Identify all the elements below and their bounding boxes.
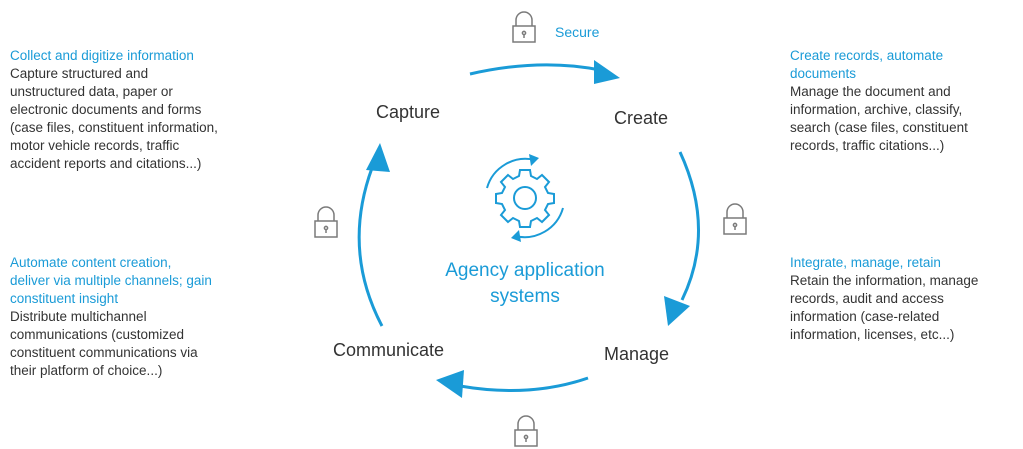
block-line: unstructured data, paper or	[10, 84, 173, 99]
arrow-communicate-to-capture	[357, 167, 384, 327]
lock-icon	[723, 203, 747, 235]
block-line: information (case-related	[790, 309, 940, 324]
block-automate: Automate content creation, deliver via m…	[10, 254, 295, 380]
block-line: information, licenses, etc...)	[790, 327, 955, 342]
stage-manage: Manage	[604, 344, 670, 364]
block-line: information, archive, classify,	[790, 102, 963, 117]
block-line: records, traffic citations...)	[790, 138, 945, 153]
center-title: Agency application systems	[400, 258, 650, 310]
block-line: their platform of choice...)	[10, 363, 163, 378]
block-heading: constituent insight	[10, 291, 119, 306]
lock-icon	[514, 415, 538, 447]
block-line: search (case files, constituent	[790, 120, 968, 135]
block-line: motor vehicle records, traffic	[10, 138, 180, 153]
block-heading: documents	[790, 66, 857, 81]
block-line: electronic documents and forms	[10, 102, 202, 117]
arrowhead-manage	[664, 296, 690, 326]
arrow-create-to-manage	[678, 151, 700, 301]
arrow-manage-to-communicate	[459, 376, 589, 392]
center-title-line: Agency application	[445, 260, 605, 281]
block-line: Manage the document and	[790, 84, 951, 99]
arrowhead-capture	[366, 143, 390, 172]
block-line: records, audit and access	[790, 291, 944, 306]
block-integrate: Integrate, manage, retain Retain the inf…	[790, 254, 1020, 344]
block-heading: Create records, automate	[790, 48, 944, 63]
stage-capture: Capture	[376, 102, 441, 122]
lock-icon	[314, 206, 338, 238]
block-collect: Collect and digitize information Capture…	[10, 47, 295, 173]
block-line: Distribute multichannel	[10, 309, 147, 324]
block-line: constituent communications via	[10, 345, 198, 360]
block-line: (case files, constituent information,	[10, 120, 218, 135]
block-heading: Integrate, manage, retain	[790, 255, 941, 270]
secure-label: Secure	[555, 24, 600, 40]
arrowhead-communicate	[436, 370, 464, 398]
lock-icon	[512, 11, 536, 43]
stage-communicate: Communicate	[333, 340, 445, 360]
block-heading: Collect and digitize information	[10, 48, 194, 63]
block-line: communications (customized	[10, 327, 185, 342]
arrow-capture-to-create	[469, 63, 601, 76]
block-line: Retain the information, manage	[790, 273, 979, 288]
gear-icon	[486, 154, 564, 242]
stage-create: Create	[614, 108, 669, 128]
block-create-records: Create records, automate documents Manag…	[790, 47, 1020, 155]
arrowhead-create	[594, 60, 620, 84]
block-heading: Automate content creation,	[10, 255, 172, 270]
block-line: accident reports and citations...)	[10, 156, 202, 171]
center-title-line: systems	[490, 286, 560, 307]
block-heading: deliver via multiple channels; gain	[10, 273, 212, 288]
block-line: Capture structured and	[10, 66, 149, 81]
